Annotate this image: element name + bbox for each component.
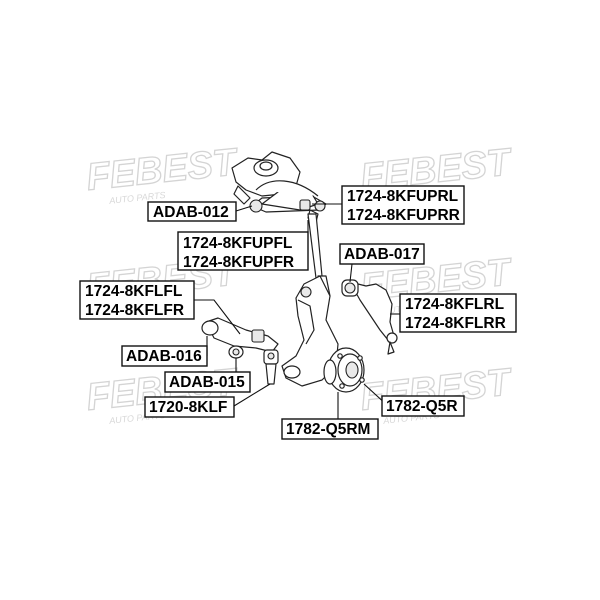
leader-adab-017 xyxy=(349,263,353,283)
callout-1720-8klf: 1720-8KLF xyxy=(144,396,235,418)
callout-1724-8kflfl: 1724-8KFLFL 1724-8KFLFR xyxy=(79,280,195,320)
leader-adab-012 xyxy=(235,205,253,212)
callout-1724-8kflrl: 1724-8KFLRL 1724-8KFLRR xyxy=(399,293,517,333)
callout-label: 1782-Q5R xyxy=(386,398,458,415)
steering-knuckle xyxy=(281,275,339,387)
leader-1720-8klf xyxy=(233,383,271,407)
watermark-5: FEBEST AUTO PARTS xyxy=(84,361,242,426)
leader-1724-8kflfl xyxy=(194,299,241,335)
callout-label: 1724-8KFLFR xyxy=(85,302,184,319)
parts-layer xyxy=(201,151,398,393)
callout-label: 1724-8KFUPRL xyxy=(347,188,458,205)
callout-label: 1724-8KFLRL xyxy=(405,296,504,313)
callout-label: 1782-Q5RM xyxy=(286,421,370,438)
watermark-1: FEBEST AUTO PARTS xyxy=(84,141,242,206)
watermark-6: FEBEST AUTO PARTS xyxy=(358,361,516,426)
callout-adab-012: ADAB-012 xyxy=(147,201,237,222)
callout-1782-q5r: 1782-Q5R xyxy=(381,395,465,417)
callout-label: 1724-8KFLRR xyxy=(405,315,506,332)
callout-label: ADAB-016 xyxy=(126,348,202,365)
callout-1782-q5rm: 1782-Q5RM xyxy=(281,418,379,440)
callout-label: 1724-8KFLFL xyxy=(85,283,182,300)
callout-label: 1724-8KFUPFL xyxy=(183,235,292,252)
callout-label: ADAB-015 xyxy=(169,374,245,391)
callout-label: 1720-8KLF xyxy=(149,399,227,416)
callout-adab-016: ADAB-016 xyxy=(121,345,208,367)
callout-label: ADAB-012 xyxy=(153,204,229,221)
callout-label: 1724-8KFUPFR xyxy=(183,254,294,271)
callout-1724-8kfupfl: 1724-8KFUPFL 1724-8KFUPFR xyxy=(177,231,309,271)
callout-label: ADAB-017 xyxy=(344,246,420,263)
ball-joint xyxy=(263,349,279,385)
callout-1724-8kfuprl: 1724-8KFUPRL 1724-8KFUPRR xyxy=(341,185,465,225)
front-lower-arm xyxy=(201,317,279,359)
callout-label: 1724-8KFUPRR xyxy=(347,207,460,224)
callout-adab-017: ADAB-017 xyxy=(339,243,425,265)
wheel-hub xyxy=(323,347,365,393)
callout-adab-015: ADAB-015 xyxy=(164,371,251,393)
rear-lower-arm xyxy=(341,279,398,355)
